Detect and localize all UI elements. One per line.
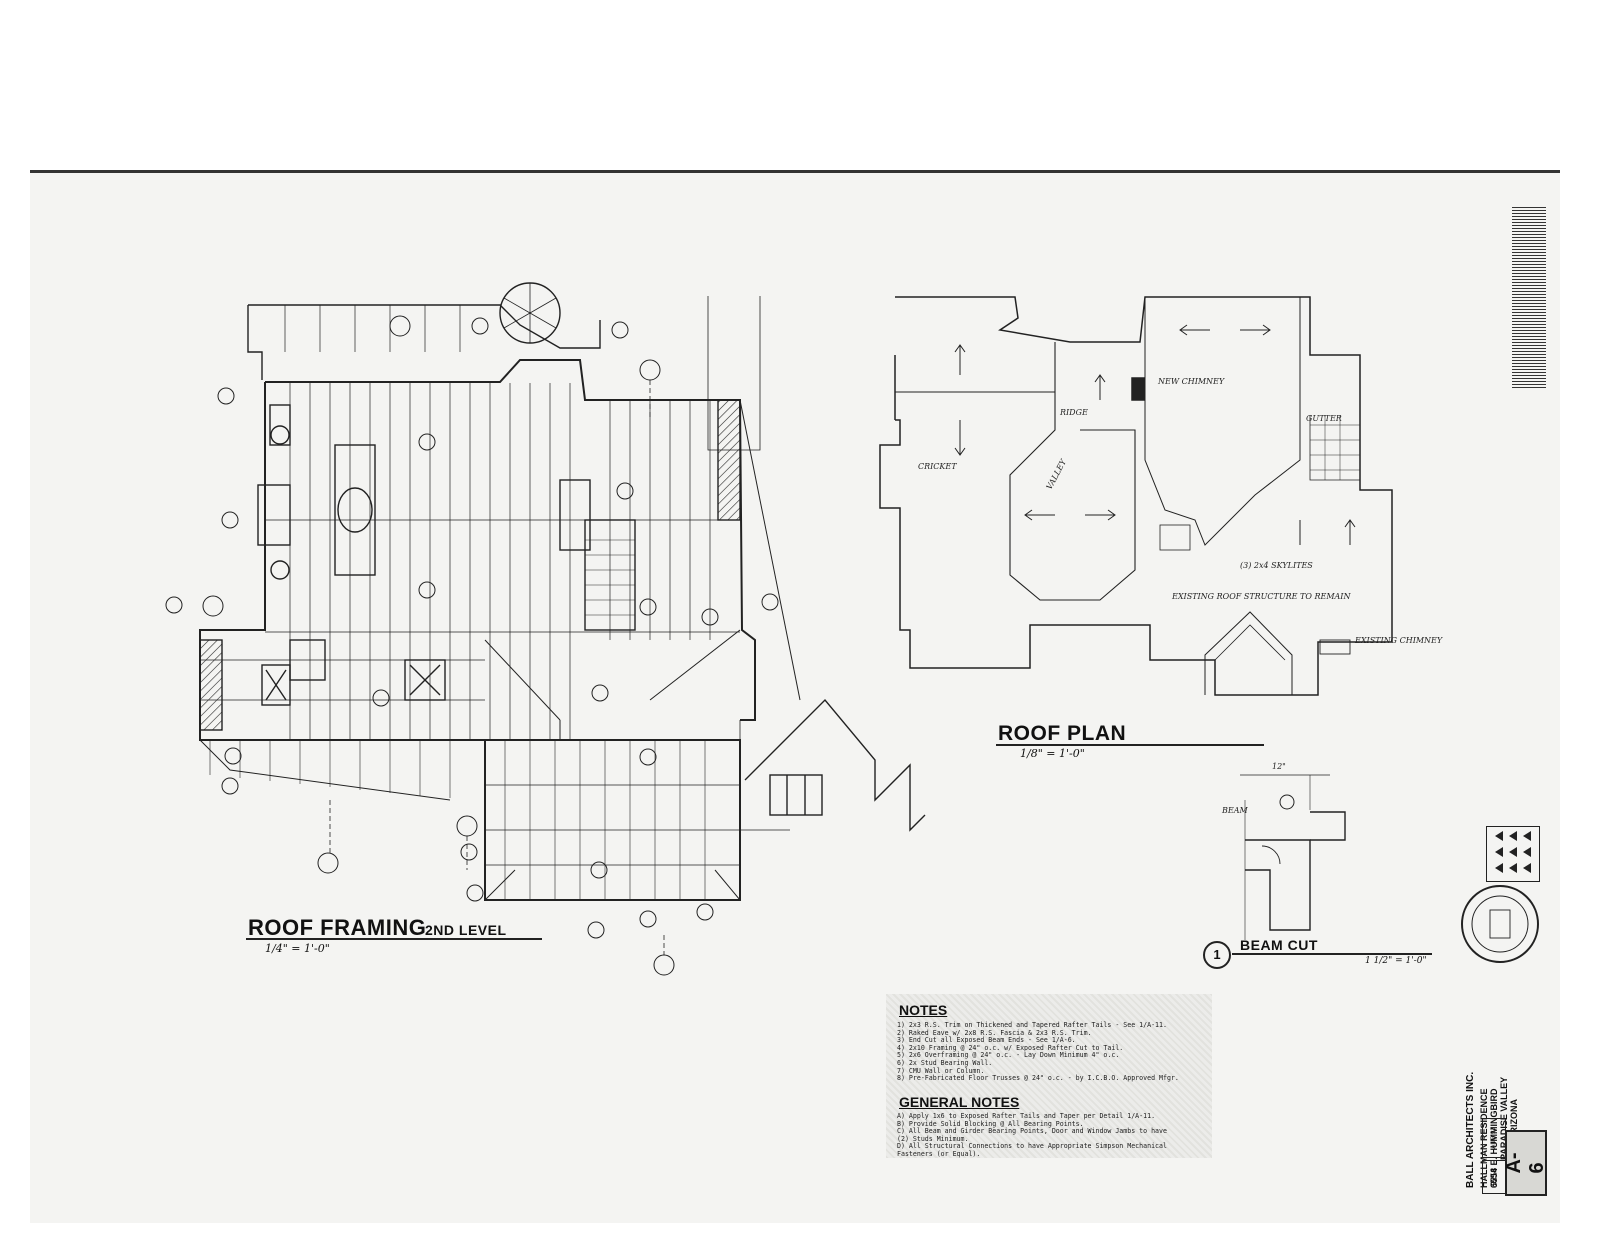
roof-plan-underline: [996, 744, 1264, 746]
revision-triangle-icon: [1509, 847, 1517, 857]
roof-plan-label-existing-chimney: EXISTING CHIMNEY: [1355, 636, 1443, 645]
beam-cut-drawing: [1244, 775, 1346, 940]
beam-cut-title: BEAM CUT: [1240, 937, 1318, 953]
beam-cut-label-dimension: 12": [1272, 762, 1286, 771]
general-note-item: C) All Beam and Girder Bearing Points, D…: [897, 1127, 1167, 1136]
job-number: 9218: [1489, 1168, 1499, 1186]
roof-plan-title: ROOF PLAN: [998, 722, 1127, 745]
general-note-item: B) Provide Solid Blocking @ All Bearing …: [897, 1119, 1084, 1128]
general-note-item: (2) Studs Minimum.: [897, 1134, 969, 1143]
beam-cut-underline: [1232, 953, 1432, 955]
revision-triangle-icon: [1523, 847, 1531, 857]
seal-stamp: [1461, 885, 1539, 963]
notes-panel: [886, 994, 1212, 1158]
roof-framing-subtitle: 2ND LEVEL: [425, 922, 507, 938]
stamp-text-strip: [1512, 206, 1546, 388]
revision-triangle-icon: [1523, 831, 1531, 841]
roof-plan-label-existing-roof: EXISTING ROOF STRUCTURE TO REMAIN: [1172, 592, 1351, 601]
notes-list: 1) 2x3 R.S. Trim on Thickened and Tapere…: [897, 1021, 1179, 1083]
roof-plan-label-new-chimney: NEW CHIMNEY: [1158, 377, 1225, 386]
revision-triangle-icon: [1509, 863, 1517, 873]
roof-plan-label-skylites: (3) 2x4 SKYLITES: [1240, 561, 1313, 570]
roof-framing-drawing: [165, 282, 926, 976]
note-item: 4) 2x10 Framing @ 24" o.c. w/ Exposed Ra…: [897, 1043, 1124, 1052]
beam-cut-label-beam: BEAM: [1222, 806, 1248, 815]
general-note-item: D) All Structural Connections to have Ap…: [897, 1142, 1167, 1151]
roof-plan-scale: 1/8" = 1'-0": [1020, 747, 1085, 760]
revision-triangle-icon: [1495, 863, 1503, 873]
note-item: 3) End Cut all Exposed Beam Ends - See 1…: [897, 1036, 1076, 1045]
roof-framing-underline: [246, 938, 542, 940]
note-item: 7) CMU Wall or Column.: [897, 1066, 985, 1075]
roof-plan-drawing: [879, 296, 1393, 776]
general-notes-heading: GENERAL NOTES: [899, 1094, 1020, 1110]
beam-cut-detail-number: 1: [1203, 941, 1231, 969]
revision-triangle-icon: [1495, 847, 1503, 857]
note-item: 8) Pre-Fabricated Floor Trusses @ 24" o.…: [897, 1074, 1179, 1083]
roof-plan-label-gutter: GUTTER: [1306, 414, 1342, 423]
firm-name: BALL ARCHITECTS INC.: [1465, 1071, 1476, 1188]
roof-plan-label-ridge: RIDGE: [1060, 408, 1088, 417]
note-item: 2) Raked Eave w/ 2x8 R.S. Fascia & 2x3 R…: [897, 1028, 1092, 1037]
roof-framing-scale: 1/4" = 1'-0": [265, 942, 330, 955]
beam-cut-scale: 1 1/2" = 1'-0": [1365, 956, 1427, 966]
general-notes-list: A) Apply 1x6 to Exposed Rafter Tails and…: [897, 1112, 1167, 1159]
general-note-item: A) Apply 1x6 to Exposed Rafter Tails and…: [897, 1112, 1156, 1120]
sheet-number: A-6: [1503, 1152, 1548, 1174]
revision-box: [1486, 826, 1540, 882]
drawing-date: AUG 92: [1491, 1127, 1497, 1149]
revision-triangle-icon: [1523, 863, 1531, 873]
roof-framing-title: ROOF FRAMING: [248, 915, 427, 940]
note-item: 1) 2x3 R.S. Trim on Thickened and Tapere…: [897, 1021, 1167, 1029]
sheet-number-box: A-6: [1503, 1130, 1548, 1196]
roof-plan-label-cricket: CRICKET: [918, 462, 957, 471]
notes-heading: NOTES: [899, 1002, 948, 1018]
revision-triangle-icon: [1495, 831, 1503, 841]
revision-triangle-icon: [1509, 831, 1517, 841]
note-item: 6) 2x Stud Bearing Wall.: [897, 1058, 993, 1067]
note-item: 5) 2x6 Overframing @ 24" o.c. - Lay Down…: [897, 1051, 1120, 1060]
general-note-item: Fasteners (or Equal).: [897, 1149, 981, 1158]
rafter-lines: [284, 305, 711, 740]
